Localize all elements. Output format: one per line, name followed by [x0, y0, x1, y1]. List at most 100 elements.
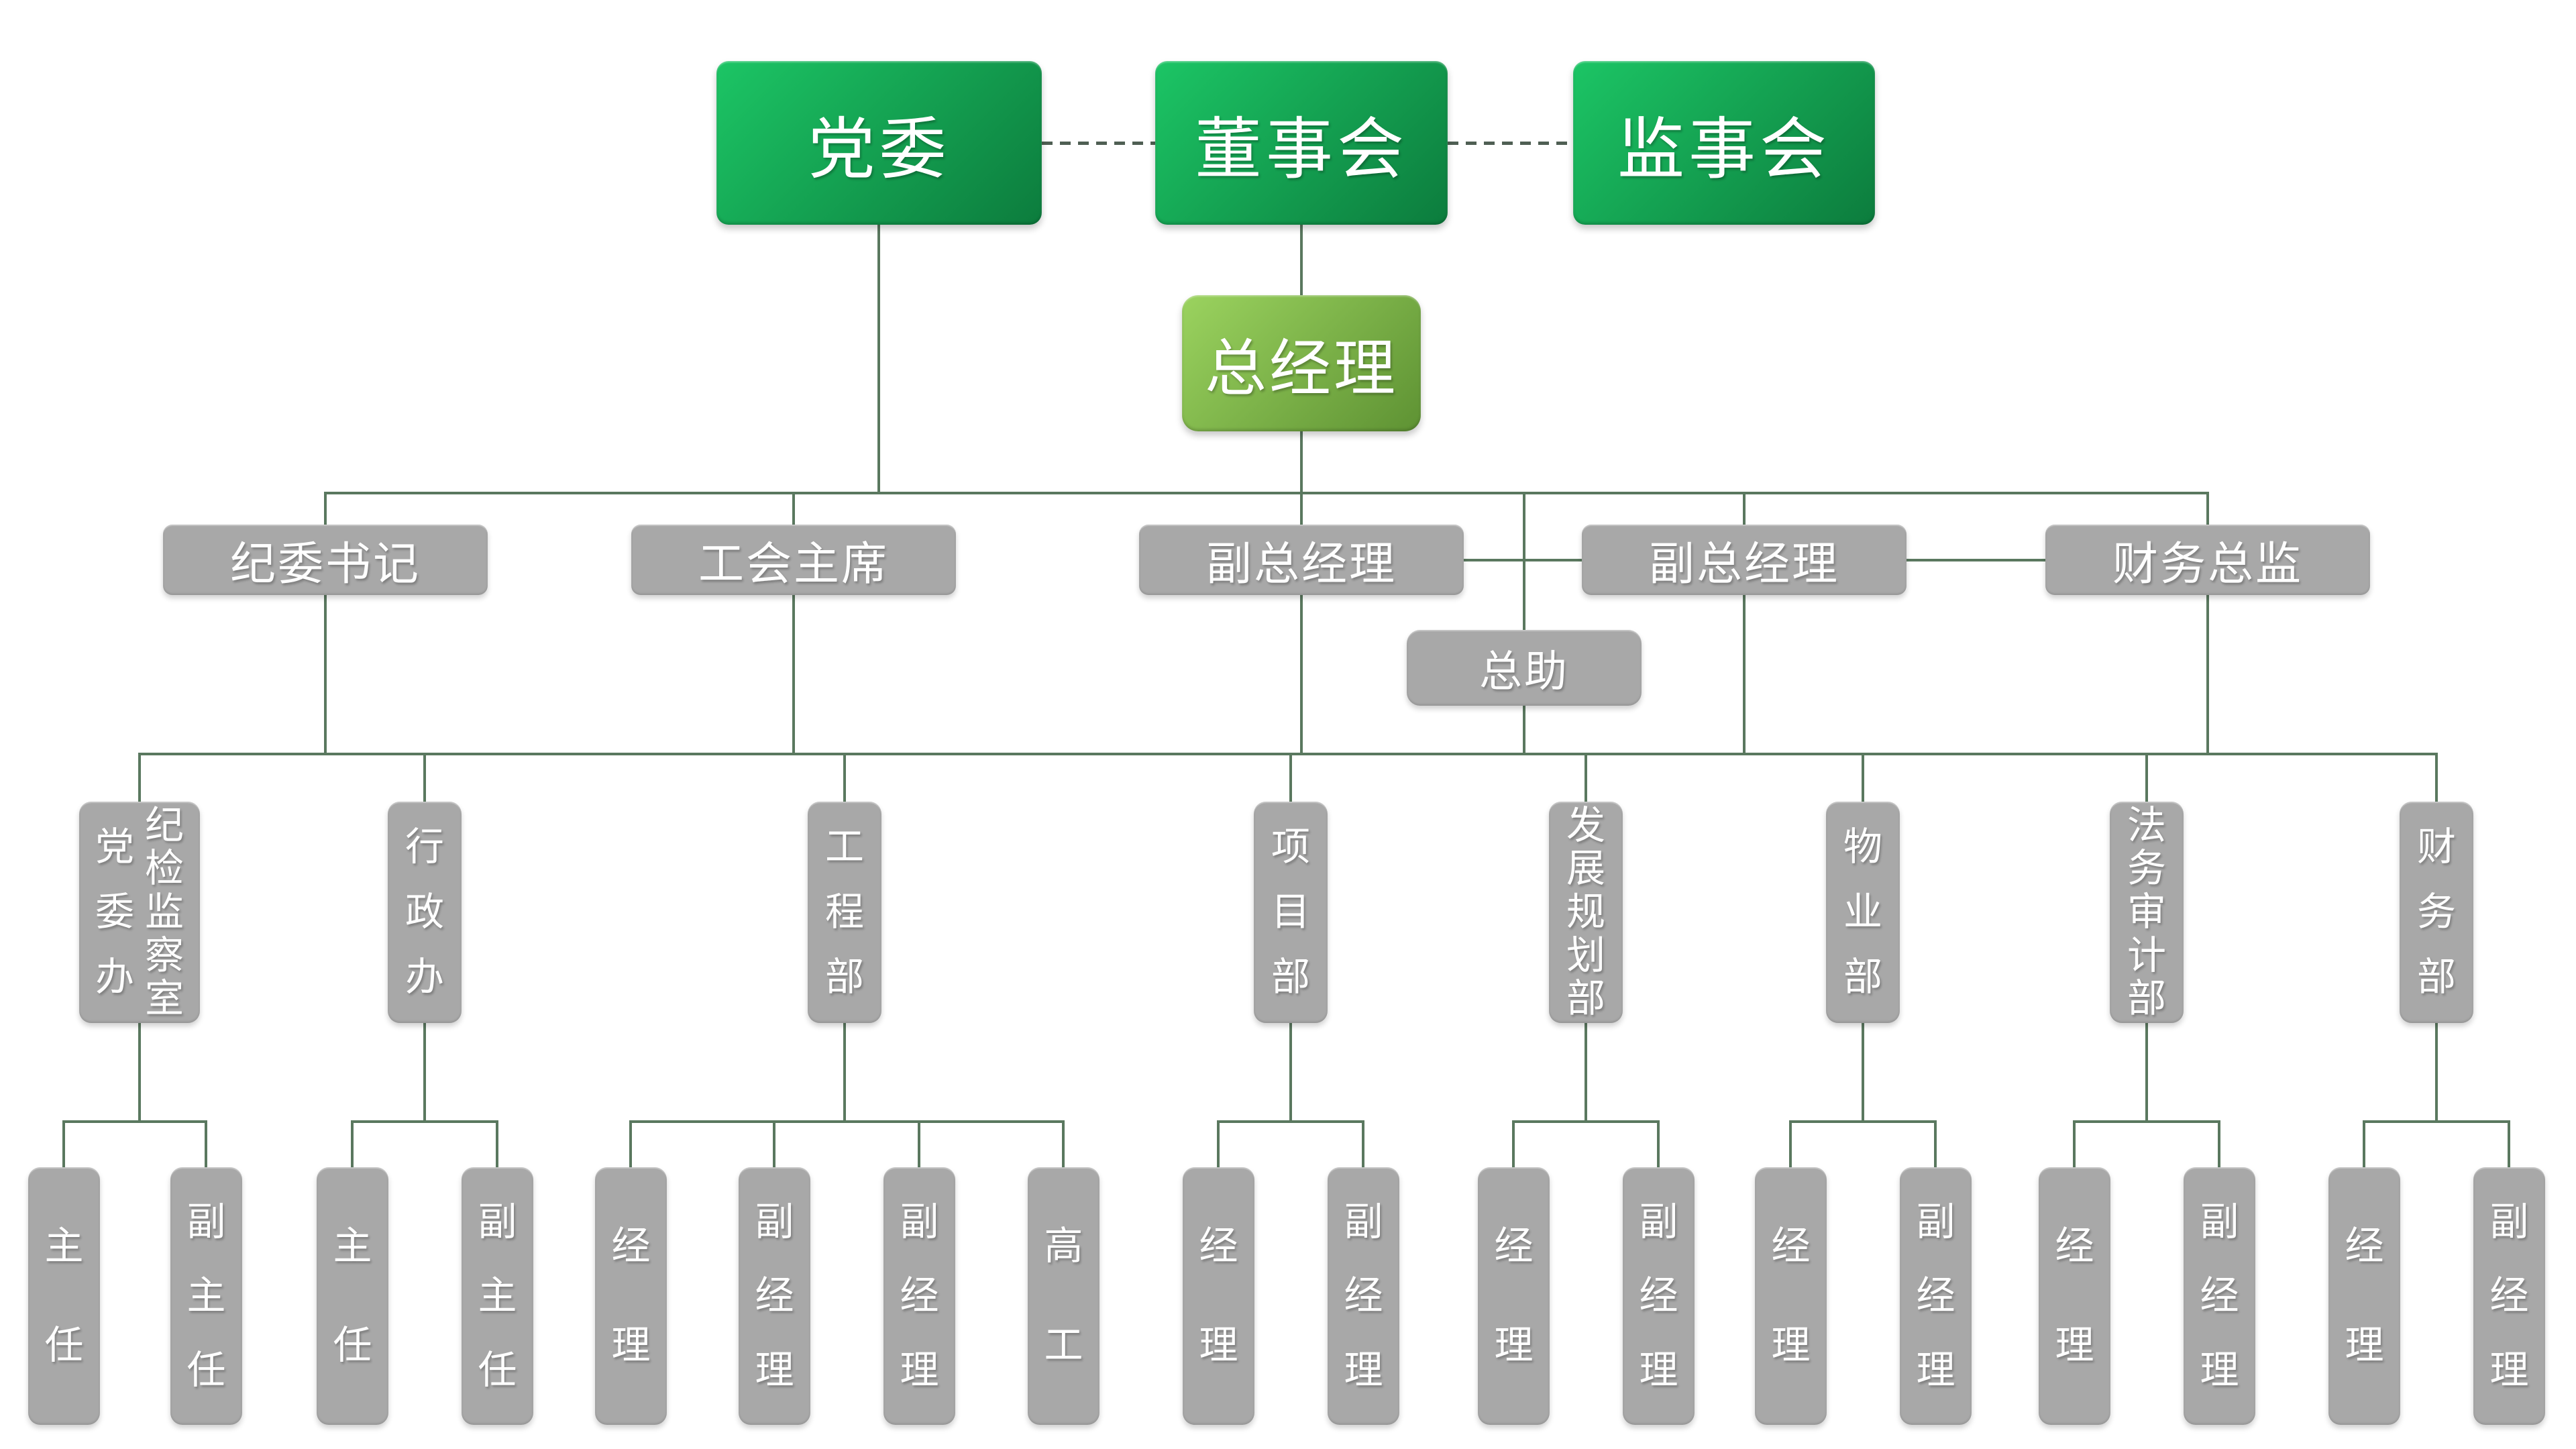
label-character: 主: [478, 1274, 517, 1318]
connector-line: [2206, 492, 2209, 525]
label-character: 工: [824, 825, 864, 869]
label-character: 政: [405, 890, 444, 934]
label-character: 务: [2127, 847, 2166, 891]
label-character: 理: [1199, 1323, 1238, 1367]
dashed-connector: [1042, 142, 1155, 145]
vertical-text-column: 副经理: [755, 1167, 794, 1425]
connector-line: [1790, 1120, 1935, 1123]
node-gm-assistant: 总助: [1407, 630, 1642, 706]
connector-line: [1289, 753, 1292, 802]
label-character: 部: [2416, 955, 2456, 999]
connector-line: [1657, 1120, 1660, 1167]
label-character: 经: [2489, 1274, 2529, 1318]
label-character: 任: [44, 1323, 84, 1367]
connector-line: [324, 492, 327, 525]
leaf-deputy-manager: 副经理: [1328, 1167, 1399, 1425]
node-supervisory-board: 监事会: [1573, 61, 1875, 225]
connector-line: [2073, 1120, 2076, 1167]
connector-line: [631, 1120, 1063, 1123]
vertical-text-column: 物业部: [1843, 802, 1882, 1023]
vertical-text-column: 主任: [44, 1167, 83, 1425]
vertical-text-column: 纪检监察室: [145, 802, 184, 1023]
leaf-deputy-manager: 副经理: [2184, 1167, 2255, 1425]
vertical-text-column: 财务部: [2417, 802, 2456, 1023]
label-character: 纪: [145, 803, 184, 847]
label-character: 理: [900, 1348, 939, 1392]
label-character: 理: [1639, 1348, 1678, 1392]
label-character: 检: [145, 847, 184, 891]
label-character: 项: [1271, 825, 1310, 869]
vertical-text-column: 副主任: [478, 1167, 517, 1425]
connector-line: [1289, 1023, 1292, 1120]
connector-line: [2435, 753, 2438, 802]
dept-administration-office: 行政办: [388, 802, 462, 1023]
connector-line: [843, 753, 846, 802]
label-character: 部: [1566, 977, 1605, 1021]
connector-line: [205, 1120, 207, 1167]
node-deputy-gm-1: 副总经理: [1139, 525, 1464, 595]
connector-line: [1862, 1023, 1864, 1120]
label-character: 发: [1566, 803, 1605, 847]
connector-line: [1743, 492, 1746, 525]
vertical-text-column: 副经理: [2200, 1167, 2239, 1425]
vertical-text-column: 副经理: [1344, 1167, 1383, 1425]
label-character: 室: [145, 977, 184, 1021]
label-character: 计: [2127, 933, 2166, 977]
label-character: 党: [95, 825, 134, 869]
label-character: 经: [611, 1224, 651, 1269]
leaf-senior-engineer: 高工: [1028, 1167, 1099, 1425]
label-character: 部: [2127, 977, 2166, 1021]
connector-line: [138, 753, 141, 802]
connector-line: [496, 1120, 498, 1167]
label-character: 理: [2345, 1323, 2384, 1367]
leaf-director: 主任: [28, 1167, 100, 1425]
connector-line: [325, 492, 2208, 494]
leaf-deputy-manager: 副经理: [883, 1167, 955, 1425]
connector-line: [351, 1120, 354, 1167]
connector-line: [2364, 1120, 2509, 1123]
label-character: 经: [1771, 1224, 1811, 1269]
connector-line: [792, 492, 795, 525]
node-finance-director: 财务总监: [2045, 525, 2370, 595]
label-character: 办: [95, 955, 134, 999]
connector-line: [1585, 1023, 1587, 1120]
connector-line: [773, 1120, 775, 1167]
connector-line: [1300, 595, 1303, 753]
label-character: 副: [1344, 1199, 1383, 1244]
connector-line: [629, 1120, 632, 1167]
label-character: 部: [1843, 955, 1882, 999]
connector-line: [1300, 225, 1303, 295]
node-party-committee: 党委: [716, 61, 1042, 225]
leaf-manager: 经理: [2039, 1167, 2110, 1425]
leaf-deputy-manager: 副经理: [1900, 1167, 1972, 1425]
label-character: 副: [478, 1199, 517, 1244]
leaf-deputy-manager: 副经理: [2473, 1167, 2545, 1425]
leaf-deputy-manager: 副经理: [1623, 1167, 1695, 1425]
connector-line: [1300, 431, 1303, 492]
label-character: 经: [755, 1274, 794, 1318]
vertical-text-column: 经理: [2055, 1167, 2094, 1425]
vertical-text-column: 行政办: [405, 802, 444, 1023]
connector-line: [1218, 1120, 1363, 1123]
label-character: 理: [1916, 1348, 1955, 1392]
label-character: 办: [405, 955, 444, 999]
connector-line: [877, 225, 880, 492]
vertical-text-column: 副经理: [1639, 1167, 1678, 1425]
label-character: 部: [824, 955, 864, 999]
label-character: 理: [2200, 1348, 2239, 1392]
leaf-deputy-manager: 副经理: [739, 1167, 810, 1425]
node-board-of-directors: 董事会: [1155, 61, 1448, 225]
node-general-manager: 总经理: [1182, 295, 1421, 431]
label-character: 任: [186, 1348, 226, 1392]
node-union-chairman: 工会主席: [631, 525, 956, 595]
connector-line: [2145, 753, 2148, 802]
connector-line: [1523, 492, 1525, 753]
connector-line: [1934, 1120, 1937, 1167]
label-character: 物: [1843, 825, 1882, 869]
vertical-text-column: 高工: [1044, 1167, 1083, 1425]
label-character: 理: [1344, 1348, 1383, 1392]
label-character: 经: [2200, 1274, 2239, 1318]
leaf-manager: 经理: [1183, 1167, 1254, 1425]
vertical-text-column: 工程部: [825, 802, 864, 1023]
vertical-text-column: 项目部: [1271, 802, 1310, 1023]
